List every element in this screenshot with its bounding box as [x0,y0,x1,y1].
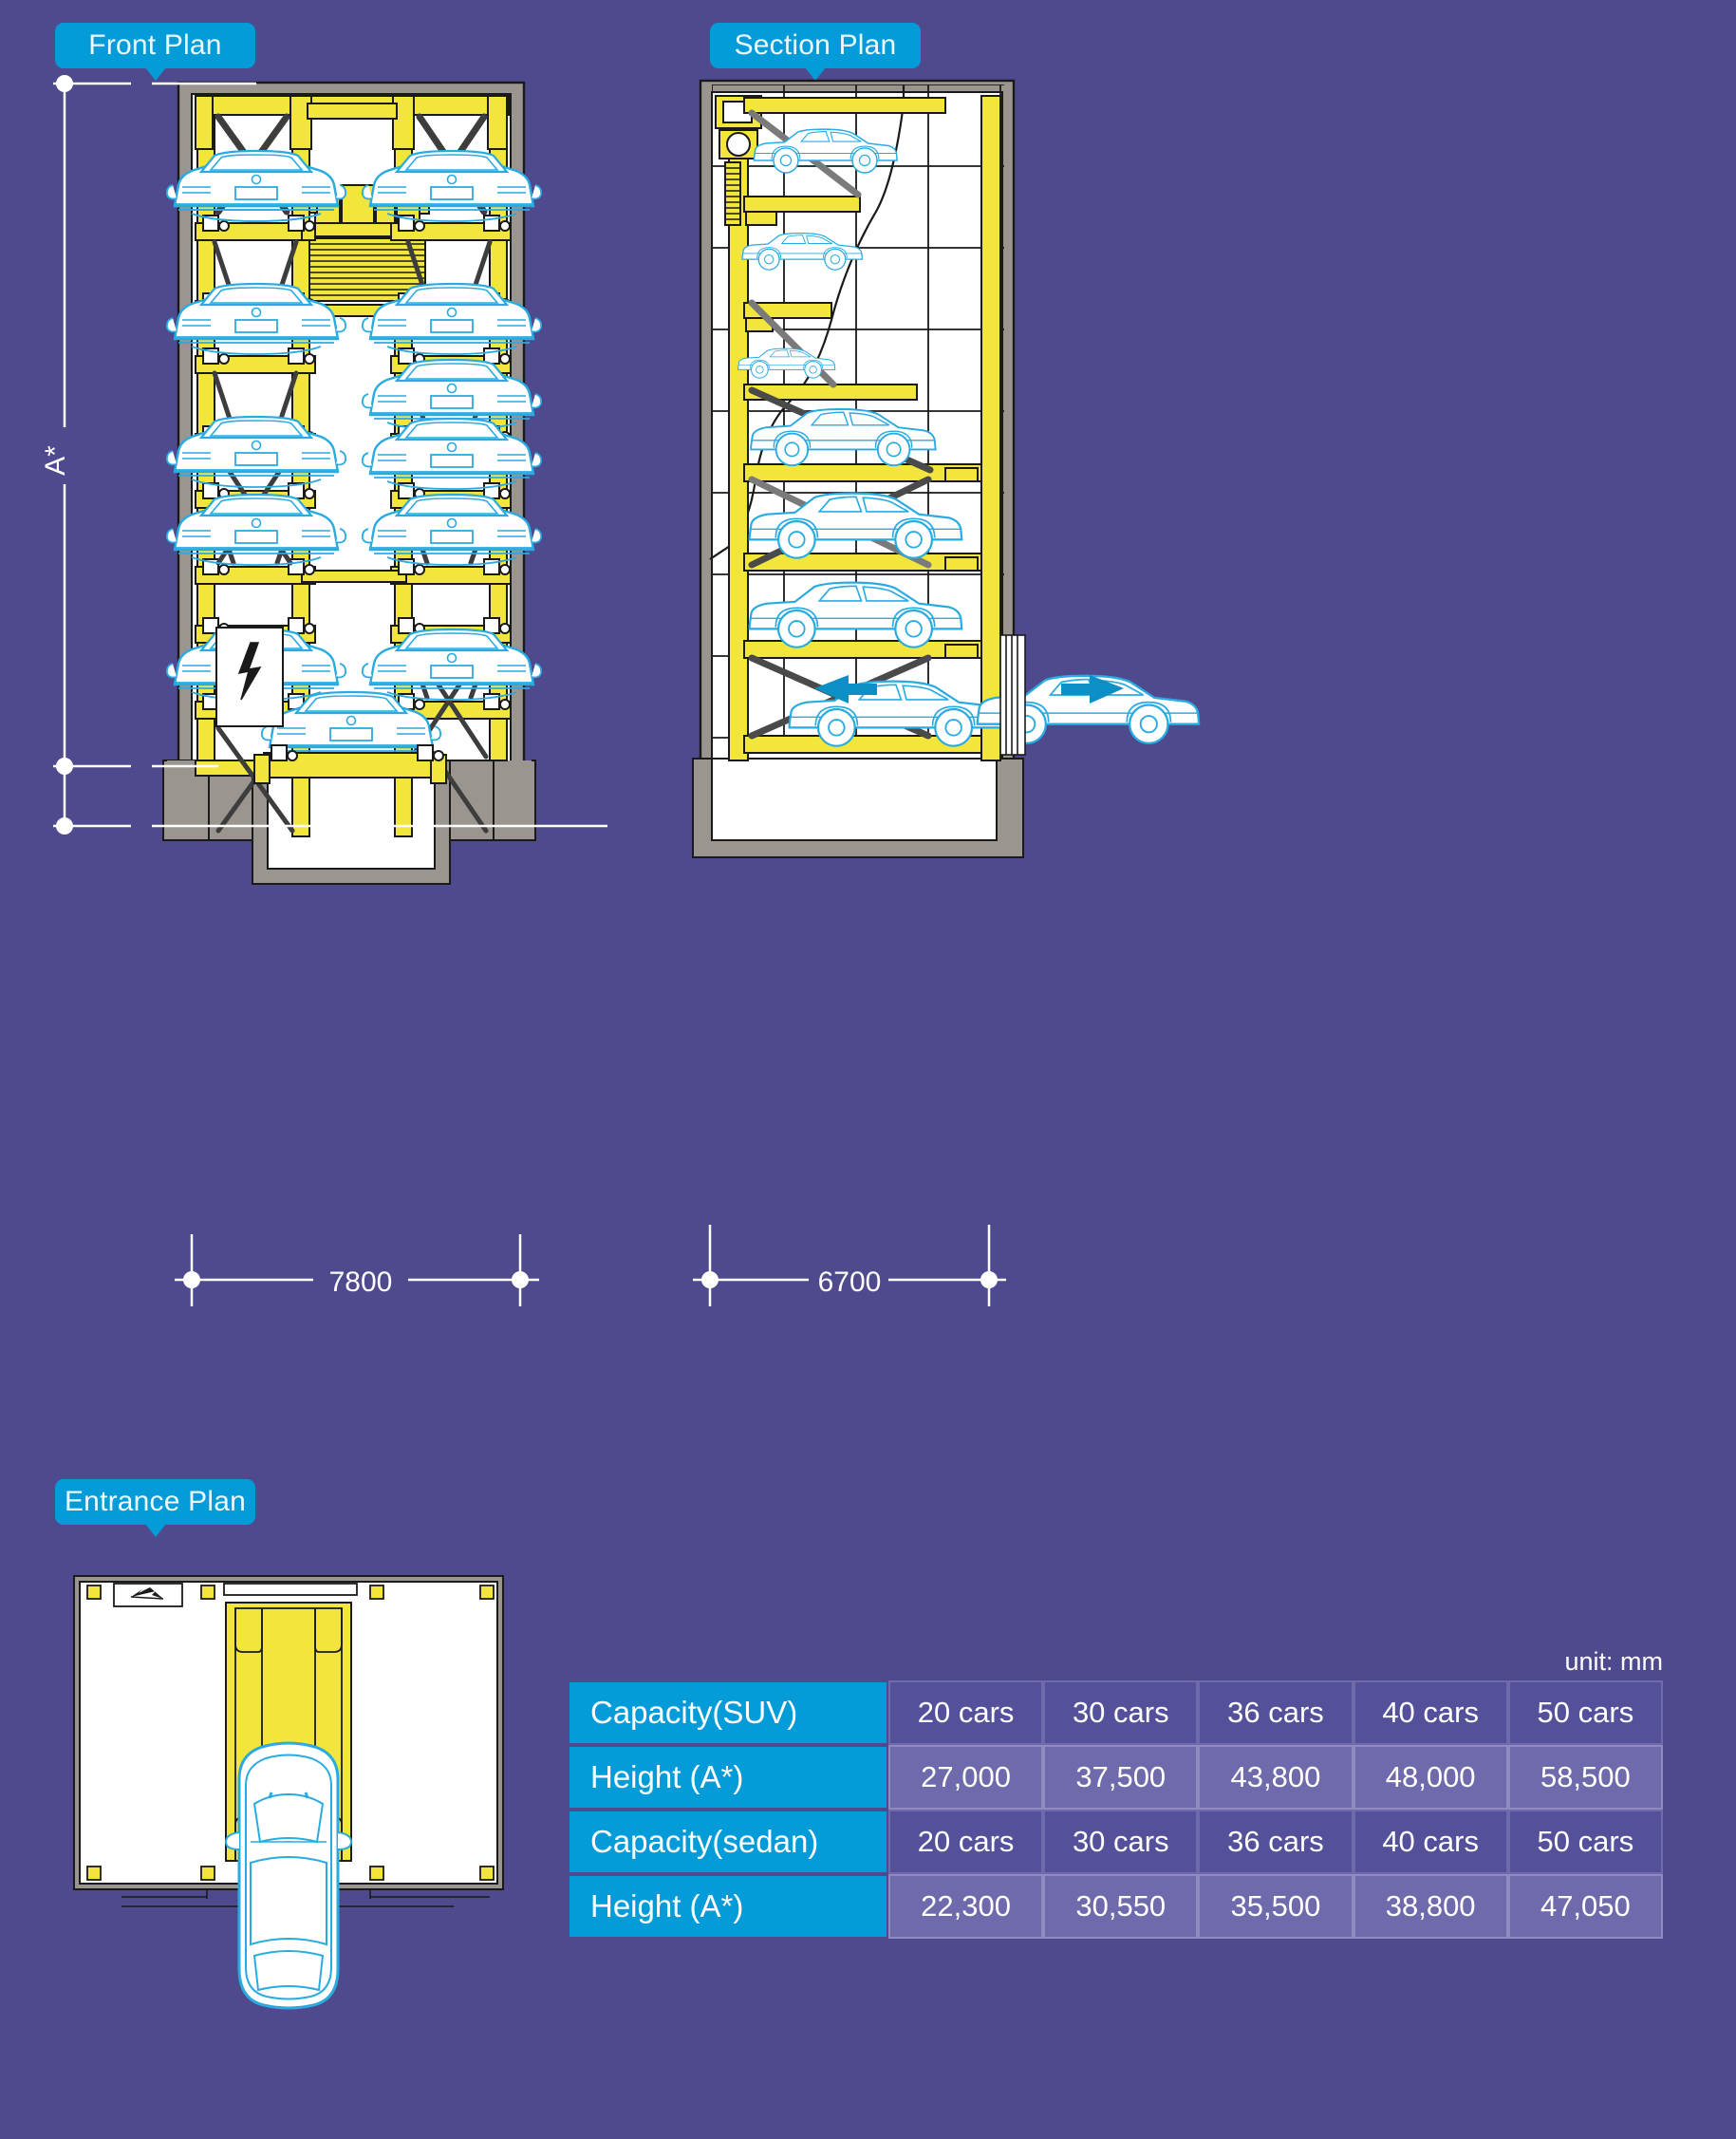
cell-height-suv-3: 43,800 [1198,1745,1353,1810]
cell-height-suv-2: 37,500 [1043,1745,1199,1810]
cell-height-sedan-1: 22,300 [888,1874,1044,1939]
specification-table: Capacity(SUV) 20 cars 30 cars 36 cars 40… [566,1680,1663,1939]
table-row: Capacity(SUV) 20 cars 30 cars 36 cars 40… [566,1680,1663,1745]
front-plan-width-dimension: 7800 [175,1234,539,1306]
row-header-height-sedan: Height (A*) [566,1874,888,1939]
section-plan-label-text: Section Plan [734,29,897,61]
front-plan-drawing [162,81,543,885]
cell-height-suv-5: 58,500 [1507,1745,1663,1810]
cell-capacity-suv-3: 36 cars [1198,1680,1353,1745]
cell-capacity-sedan-4: 40 cars [1353,1810,1508,1874]
entrance-plan-drawing [73,1575,504,2010]
cell-height-sedan-4: 38,800 [1353,1874,1508,1939]
car-top-view [224,1741,353,2010]
table-row: Height (A*) 22,300 30,550 35,500 38,800 … [566,1874,1663,1939]
cell-capacity-sedan-3: 36 cars [1198,1810,1353,1874]
exit-arrow-icon [1061,675,1124,704]
cell-height-sedan-3: 35,500 [1198,1874,1353,1939]
cell-height-suv-4: 48,000 [1353,1745,1508,1810]
cell-capacity-suv-5: 50 cars [1507,1680,1663,1745]
cell-capacity-sedan-5: 50 cars [1507,1810,1663,1874]
cell-capacity-sedan-1: 20 cars [888,1810,1044,1874]
row-header-capacity-suv: Capacity(SUV) [566,1680,888,1745]
electrical-panel-icon [215,627,284,727]
cell-height-sedan-5: 47,050 [1507,1874,1663,1939]
unit-note: unit: mm [1564,1647,1663,1676]
front-plan-dimensions: A* [40,75,607,835]
cell-capacity-sedan-2: 30 cars [1043,1810,1199,1874]
front-plan-label: Front Plan [55,23,255,81]
entrance-plan-label-text: Entrance Plan [64,1486,247,1517]
cell-capacity-suv-1: 20 cars [888,1680,1044,1745]
hoist-mechanism [715,95,762,226]
cell-height-sedan-2: 30,550 [1043,1874,1199,1939]
table-row: Capacity(sedan) 20 cars 30 cars 36 cars … [566,1810,1663,1874]
cell-capacity-suv-4: 40 cars [1353,1680,1508,1745]
row-header-capacity-sedan: Capacity(sedan) [566,1810,888,1874]
table-row: Height (A*) 27,000 37,500 43,800 48,000 … [566,1745,1663,1810]
front-plan-label-text: Front Plan [88,29,222,61]
cell-height-suv-1: 27,000 [888,1745,1044,1810]
section-plan-label: Section Plan [710,23,921,81]
row-header-height-suv: Height (A*) [566,1745,888,1810]
entry-arrow-icon [814,675,877,704]
section-width-value: 6700 [818,1267,882,1298]
height-dimension-label: A* [40,445,71,476]
electrical-panel-icon [113,1583,183,1607]
entrance-plan-label: Entrance Plan [55,1479,255,1537]
cell-capacity-suv-2: 30 cars [1043,1680,1199,1745]
section-plan-drawing [692,79,1201,858]
section-plan-width-dimension: 6700 [693,1225,1006,1306]
front-width-value: 7800 [329,1267,393,1298]
